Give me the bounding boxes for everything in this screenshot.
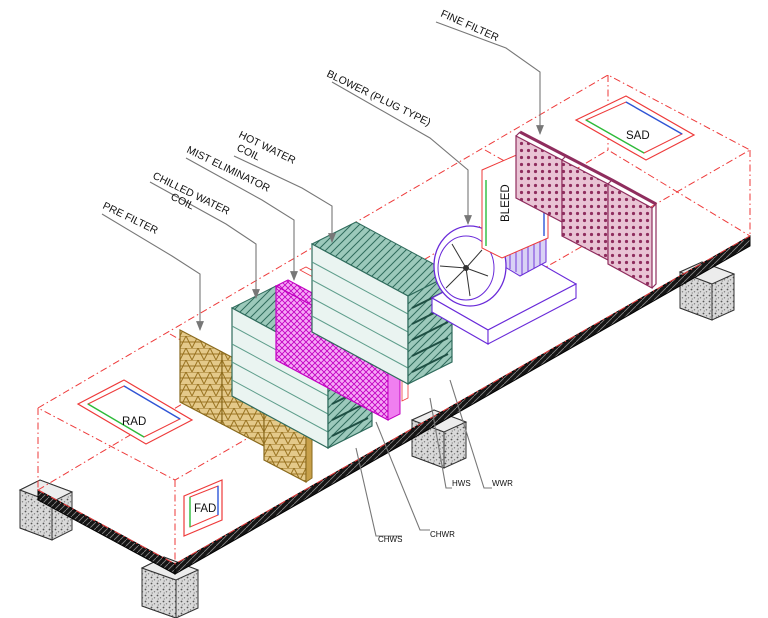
sad-label: SAD (626, 130, 650, 142)
rad-label: RAD (122, 416, 146, 428)
bleed-label: BLEED (500, 184, 512, 222)
pipe-leaders (355, 379, 492, 537)
hws-label: HWS (452, 479, 471, 488)
chwr-label: CHWR (430, 530, 455, 539)
fad-duct: FAD (183, 479, 223, 537)
blower-label: BLOWER (PLUG TYPE) (325, 68, 433, 129)
fad-label: FAD (194, 503, 216, 515)
rad-duct: RAD (76, 379, 194, 445)
sad-duct: SAD (574, 95, 696, 161)
fine-filter (515, 130, 657, 290)
support-block-right (678, 261, 736, 321)
chws-label: CHWS (378, 535, 402, 544)
wwr-label: WWR (492, 479, 513, 488)
blower (430, 221, 578, 345)
callout-leaders (101, 21, 544, 331)
support-block-left (18, 479, 74, 541)
